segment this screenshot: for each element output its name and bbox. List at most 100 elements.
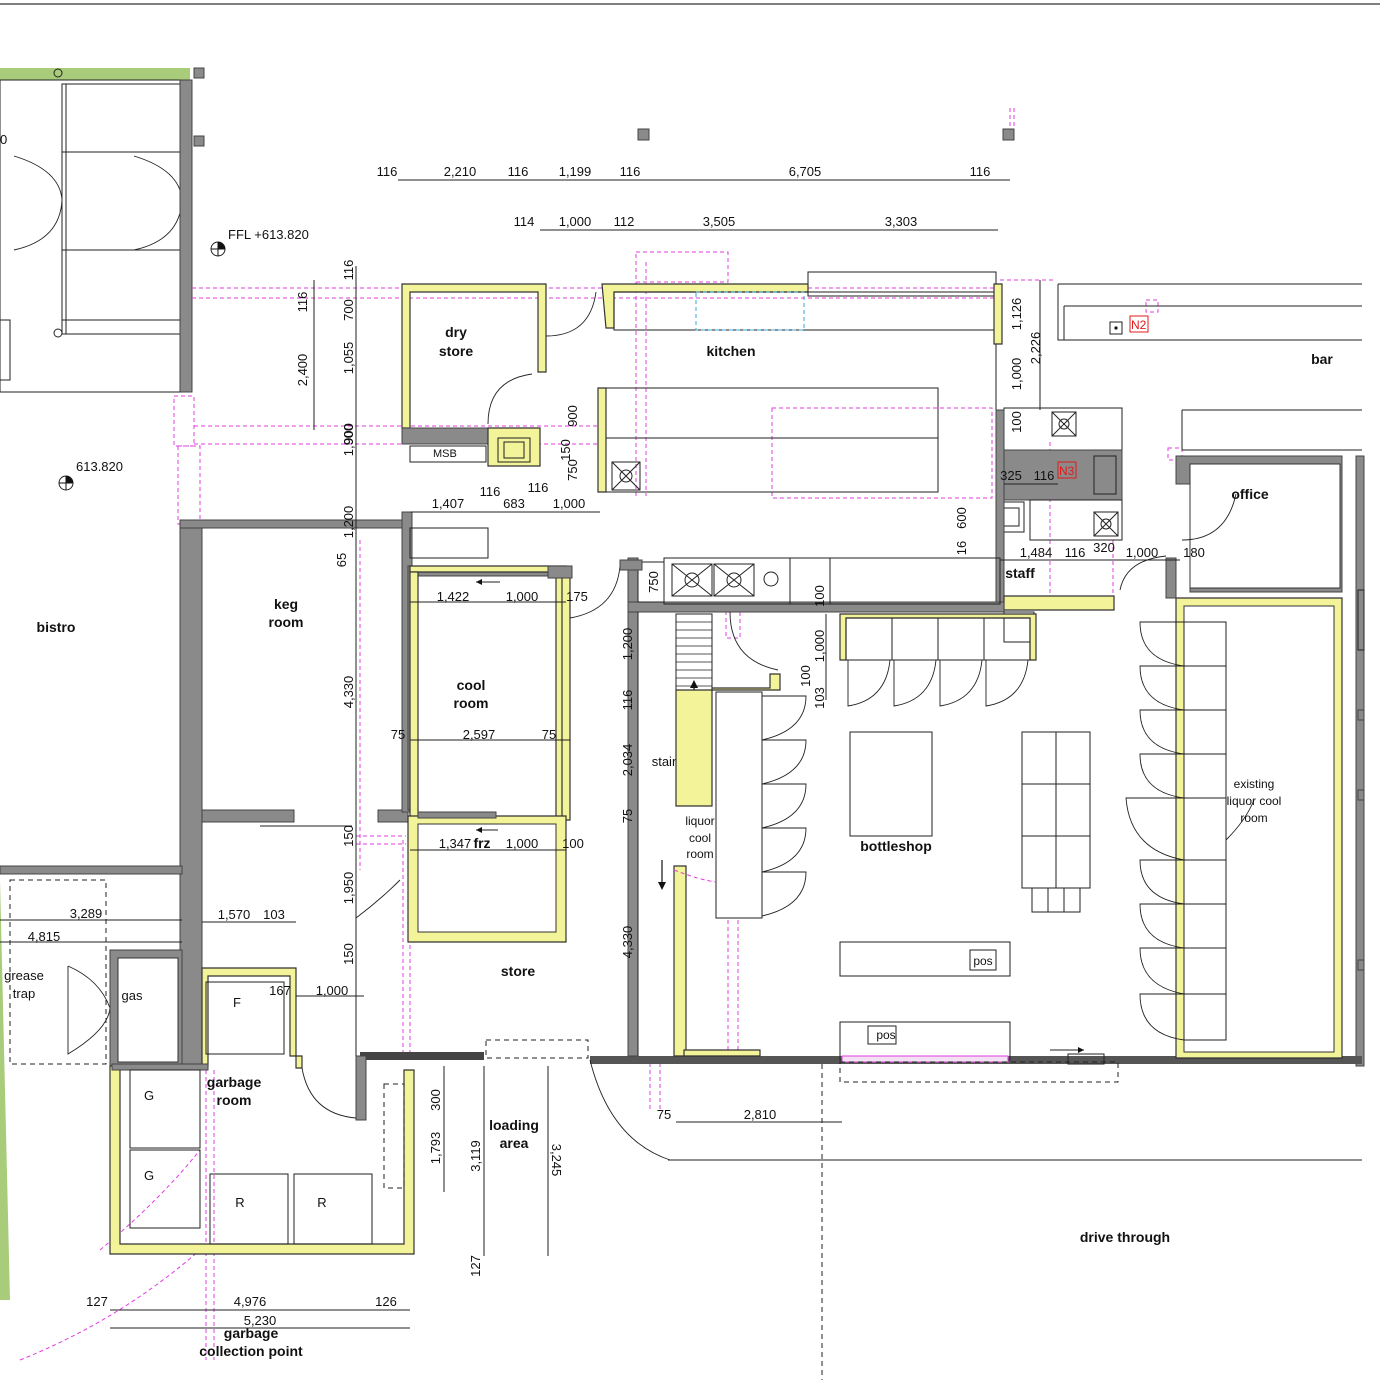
liquor-cool-label-1: liquor bbox=[685, 814, 714, 828]
dim-bottle-3: 103 bbox=[812, 687, 827, 709]
dim-lh-2: 1,570 bbox=[218, 907, 251, 922]
dim-lh-1: 4,815 bbox=[28, 929, 61, 944]
dim-kitchen-2: 750 bbox=[565, 459, 580, 481]
dim-top2-2: 112 bbox=[614, 214, 635, 229]
staff-label: staff bbox=[1005, 565, 1035, 581]
dim-staff-3: 116 bbox=[1065, 545, 1086, 560]
kitchen-label: kitchen bbox=[706, 343, 755, 359]
dim-cool1-0: 1,422 bbox=[437, 589, 470, 604]
dim-kitchen-0: 900 bbox=[565, 405, 580, 427]
dim-left-1: 700 bbox=[341, 299, 356, 321]
dim-dry-3: 116 bbox=[528, 480, 549, 495]
garbage-room: F G G R R garbage room bbox=[109, 967, 415, 1255]
dim-bar-0: 1,126 bbox=[1009, 298, 1024, 331]
dim-top1-6: 116 bbox=[970, 164, 991, 179]
dim-left-4: 1,055 bbox=[341, 342, 356, 375]
garbage-collection-label-1: garbage bbox=[224, 1325, 279, 1341]
loading-area: loading area bbox=[485, 1039, 589, 1151]
ffl-level: FFL +613.820 bbox=[228, 227, 309, 242]
existing-liquor-label-3: room bbox=[1240, 811, 1267, 825]
dim-dry-4: 1,000 bbox=[553, 496, 586, 511]
dim-bar-1: 2,226 bbox=[1028, 332, 1043, 365]
dim-garbage-1: 1,000 bbox=[316, 983, 349, 998]
dim-dry-1: 116 bbox=[480, 484, 501, 499]
pos-label-1: pos bbox=[973, 954, 992, 968]
dim-left-7: 1,200 bbox=[341, 506, 356, 539]
dim-bottle-1: 1,000 bbox=[812, 630, 827, 663]
keg-room-label-1: keg bbox=[274, 596, 298, 612]
n3-marker: N3 bbox=[1059, 464, 1075, 478]
liquor-cool-label-2: cool bbox=[689, 831, 711, 845]
drive-through: drive through garbage collection point bbox=[199, 1059, 1362, 1380]
bin-g-2: G bbox=[144, 1168, 154, 1183]
stair-label: stair bbox=[652, 754, 677, 769]
bin-r-2: R bbox=[317, 1195, 326, 1210]
dim-stair-2: 116 bbox=[620, 690, 635, 711]
office-area: office bbox=[1175, 409, 1365, 1067]
dim-lh-0: 3,289 bbox=[70, 906, 103, 921]
cool-room-label-2: room bbox=[454, 695, 489, 711]
dim-dry-2: 683 bbox=[503, 496, 525, 511]
dim-loading-0: 300 bbox=[428, 1089, 443, 1111]
dim-lh-3: 103 bbox=[263, 907, 285, 922]
loading-area-label-2: area bbox=[500, 1135, 529, 1151]
dim-top2-0: 114 bbox=[514, 214, 535, 229]
dry-store-label-1: dry bbox=[445, 324, 467, 340]
level-edge-fragment: 0 bbox=[0, 132, 7, 147]
dim-cool2-0: 75 bbox=[391, 727, 405, 742]
dim-n3-0: 325 bbox=[1000, 468, 1022, 483]
dim-staff-1: 16 bbox=[954, 541, 969, 555]
n2-marker: N2 bbox=[1131, 318, 1147, 332]
bottleshop-label: bottleshop bbox=[860, 838, 932, 854]
staff-region: N3 staff bbox=[995, 407, 1123, 643]
gas-label: gas bbox=[122, 988, 143, 1003]
dim-cool2-1: 2,597 bbox=[463, 727, 496, 742]
bin-r-1: R bbox=[235, 1195, 244, 1210]
dimension-lines bbox=[0, 179, 1180, 1329]
dim-bottom-0: 127 bbox=[86, 1294, 108, 1309]
dim-staff-0: 600 bbox=[954, 507, 969, 529]
grease-trap-label-2: trap bbox=[13, 986, 35, 1001]
bottleshop: bottleshop pos pos bbox=[839, 613, 1119, 1083]
garbage-collection-label-2: collection point bbox=[199, 1343, 303, 1359]
bistro-label: bistro bbox=[37, 619, 76, 635]
dim-bottle-0: 100 bbox=[812, 585, 827, 607]
dim-loading-4: 127 bbox=[468, 1255, 483, 1277]
dim-stair-5: 4,330 bbox=[620, 926, 635, 959]
dim-bottle-2: 100 bbox=[798, 665, 813, 687]
spot-level: 613.820 bbox=[76, 459, 123, 474]
dim-stair-3: 2,034 bbox=[620, 744, 635, 777]
dim-staff-4: 320 bbox=[1093, 540, 1115, 555]
dim-frz-0: 1,347 bbox=[439, 836, 472, 851]
dim-staff-6: 180 bbox=[1183, 545, 1205, 560]
liquor-cool-label-3: room bbox=[686, 847, 713, 861]
dim-top1-5: 6,705 bbox=[789, 164, 822, 179]
pergola: 0 bbox=[0, 67, 205, 393]
dim-stair-4: 75 bbox=[620, 809, 635, 823]
loading-area-label-1: loading bbox=[489, 1117, 539, 1133]
dim-top1-4: 116 bbox=[620, 164, 641, 179]
dim-cool2-2: 75 bbox=[542, 727, 556, 742]
dim-stair-1: 1,200 bbox=[620, 628, 635, 661]
dim-drive-0: 75 bbox=[657, 1107, 671, 1122]
level-markers: FFL +613.820 613.820 bbox=[58, 227, 309, 491]
dim-bottom-2: 126 bbox=[375, 1294, 397, 1309]
grease-trap-label-1: grease bbox=[4, 968, 44, 983]
frz-label: frz bbox=[473, 835, 490, 851]
drive-through-label: drive through bbox=[1080, 1229, 1170, 1245]
dim-staff-5: 1,000 bbox=[1126, 545, 1159, 560]
liquor-cool-room: liquor cool room bbox=[658, 673, 807, 1057]
dim-loading-2: 3,119 bbox=[468, 1140, 483, 1172]
dim-left-10: 150 bbox=[341, 825, 356, 847]
dim-left-12: 150 bbox=[341, 943, 356, 965]
dim-staff-2: 1,484 bbox=[1020, 545, 1053, 560]
msb-label: MSB bbox=[433, 448, 457, 460]
dim-left-6: 1,900 bbox=[341, 424, 356, 457]
existing-liquor-label-1: existing bbox=[1234, 777, 1275, 791]
store-label: store bbox=[501, 963, 535, 979]
dim-garbage-0: 167 bbox=[269, 983, 291, 998]
dry-store-label-2: store bbox=[439, 343, 473, 359]
kitchen-area: kitchen bbox=[597, 271, 1003, 493]
existing-liquor-label-2: liquor cool bbox=[1227, 794, 1282, 808]
